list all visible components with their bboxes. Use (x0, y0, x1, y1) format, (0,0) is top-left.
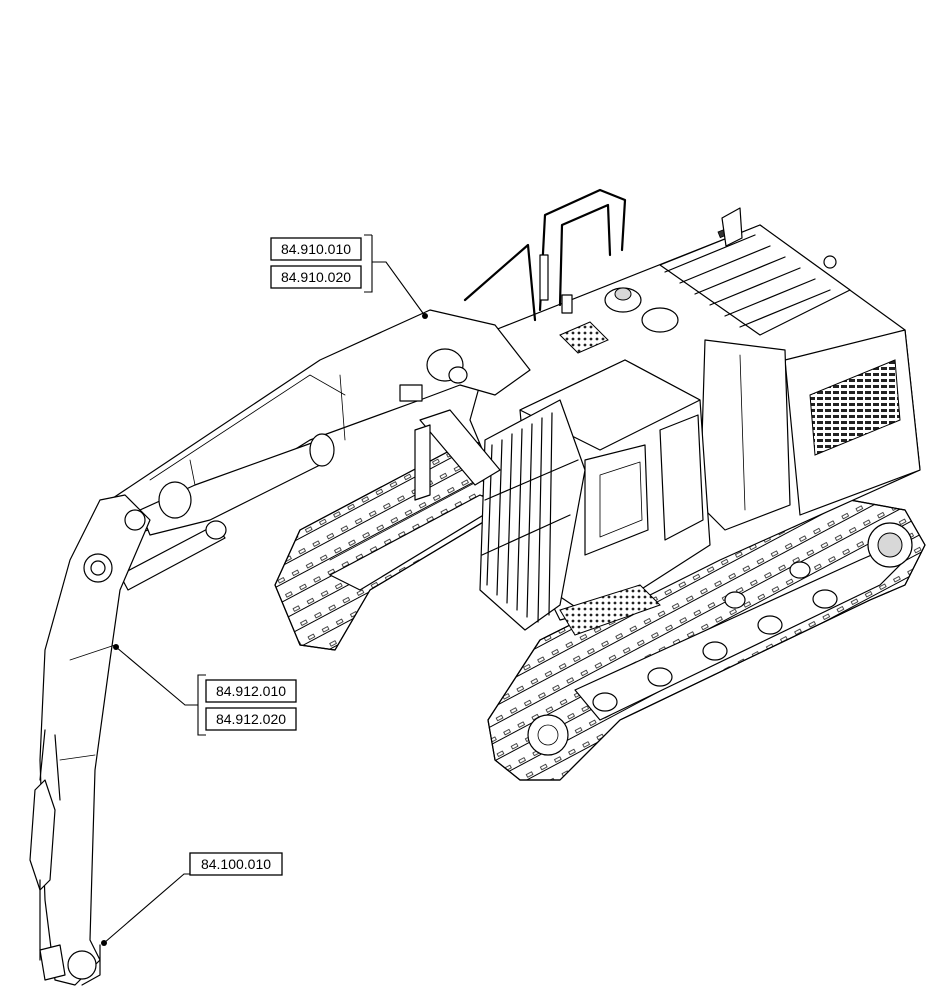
callout-arm: 84.912.010 84.912.020 (113, 644, 297, 736)
callout-bucket-link: 84.100.010 (101, 852, 283, 946)
callout-boom: 84.910.010 84.910.020 (270, 234, 428, 319)
handrails (463, 188, 627, 322)
engine-hood-slats (664, 226, 831, 328)
cab-guard-bars (481, 412, 579, 623)
ref-label-boom-1[interactable]: 84.910.010 (281, 241, 351, 257)
ref-label-arm-2[interactable]: 84.912.020 (216, 711, 286, 727)
ref-label-arm-1[interactable]: 84.912.010 (216, 683, 286, 699)
track-rollers (592, 561, 838, 712)
front-right-track (487, 499, 926, 781)
ref-box-boom-2[interactable] (270, 265, 362, 289)
ref-label-bucket-link[interactable]: 84.100.010 (201, 856, 271, 872)
ref-label-boom-2[interactable]: 84.910.020 (281, 269, 351, 285)
ref-box-boom-1[interactable] (270, 237, 362, 261)
operator-cab (479, 359, 711, 636)
arm (29, 494, 151, 986)
boom (109, 309, 531, 591)
ref-box-bucket-link[interactable] (189, 852, 283, 876)
ref-box-arm-2[interactable] (205, 707, 297, 731)
ref-box-arm-1[interactable] (205, 679, 297, 703)
